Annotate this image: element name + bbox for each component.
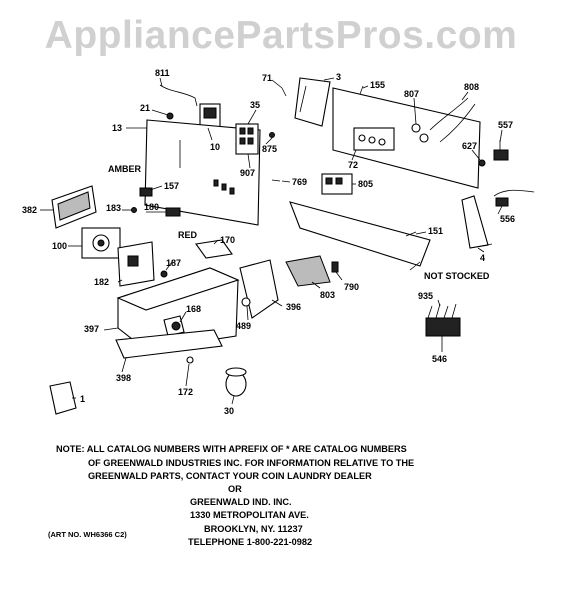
label-10: 10 <box>210 142 220 152</box>
part-168-connector <box>171 321 181 331</box>
part-875-screw <box>269 132 275 138</box>
part-769-screw <box>271 179 281 182</box>
label-790: 790 <box>344 282 359 292</box>
label-811: 811 <box>155 68 170 78</box>
note-line-3: GREENWALD PARTS, CONTACT YOUR COIN LAUND… <box>88 471 372 481</box>
label-72: 72 <box>348 160 358 170</box>
label-180: 180 <box>144 202 159 212</box>
watermark: AppliancePartsPros.com <box>44 14 518 57</box>
note-line-7: BROOKLYN, NY. 11237 <box>204 524 303 534</box>
label-182: 182 <box>94 277 109 287</box>
part-13-control-panel <box>144 119 261 226</box>
label-21: 21 <box>140 103 150 113</box>
note-line-8: TELEPHONE 1-800-221-0982 <box>188 537 313 547</box>
part-4-side-bracket <box>461 195 489 249</box>
exploded-parts-diagram: 811 21 13 10 35 875 907 71 3 155 807 808… <box>22 68 535 416</box>
label-1: 1 <box>80 394 85 404</box>
part-180-red-light <box>165 207 181 217</box>
label-398: 398 <box>116 373 131 383</box>
label-157: 157 <box>164 181 179 191</box>
label-155: 155 <box>370 80 385 90</box>
part-183-screw <box>131 207 137 213</box>
label-151: 151 <box>428 226 443 236</box>
label-807: 807 <box>404 89 419 99</box>
part-489-fastener <box>241 297 251 307</box>
label-627: 627 <box>462 141 477 151</box>
part-398-base-plate <box>115 329 223 359</box>
part-807-washer <box>411 123 421 133</box>
note-line-1: NOTE: ALL CATALOG NUMBERS WITH APREFIX O… <box>56 444 407 454</box>
label-546: 546 <box>432 354 447 364</box>
part-557-valve <box>493 140 509 161</box>
part-805-switch <box>321 173 353 195</box>
art-number: (ART NO. WH6366 C2) <box>48 530 127 539</box>
label-13: 13 <box>112 123 122 133</box>
part-803-bracket <box>285 255 331 287</box>
label-red: RED <box>178 230 198 240</box>
part-4-base-rail <box>289 201 431 267</box>
label-172: 172 <box>178 387 193 397</box>
part-811-hose <box>159 84 198 107</box>
part-396-bracket <box>239 259 279 319</box>
part-10-switch <box>199 103 221 129</box>
part-21-screw <box>166 112 174 120</box>
part-30-capacitor <box>225 367 247 397</box>
part-808-hoses <box>429 97 476 143</box>
note-line-5: GREENWALD IND. INC. <box>190 497 292 507</box>
label-808: 808 <box>464 82 479 92</box>
label-not-stocked: NOT STOCKED <box>424 271 490 281</box>
part-556-wire <box>493 189 535 207</box>
part-907-timer-block <box>235 123 259 155</box>
part-187-screw <box>160 270 168 278</box>
label-3: 3 <box>336 72 341 82</box>
label-907: 907 <box>240 168 255 178</box>
label-382: 382 <box>22 205 37 215</box>
label-875: 875 <box>262 144 277 154</box>
label-168: 168 <box>186 304 201 314</box>
label-100: 100 <box>52 241 67 251</box>
part-100-timer <box>81 227 121 259</box>
label-71: 71 <box>262 73 272 83</box>
label-556: 556 <box>500 214 515 224</box>
label-769: 769 <box>292 177 307 187</box>
label-183: 183 <box>106 203 121 213</box>
label-396: 396 <box>286 302 301 312</box>
label-4: 4 <box>480 253 485 263</box>
part-170-plate <box>195 239 233 259</box>
part-172-foot <box>186 356 194 364</box>
part-546-harness <box>425 303 461 337</box>
label-170: 170 <box>220 235 235 245</box>
label-187: 187 <box>166 258 181 268</box>
label-397: 397 <box>84 324 99 334</box>
part-3-bracket <box>294 77 331 127</box>
label-35: 35 <box>250 100 260 110</box>
part-157-amber-light <box>139 187 153 197</box>
note-line-2: OF GREENWALD INDUSTRIES INC. FOR INFORMA… <box>88 458 415 468</box>
part-151-screw <box>405 231 417 237</box>
label-30: 30 <box>224 406 234 416</box>
label-489: 489 <box>236 321 251 331</box>
part-790-clip <box>331 261 339 273</box>
label-805: 805 <box>358 179 373 189</box>
part-627-clip <box>478 159 486 167</box>
label-amber: AMBER <box>108 164 141 174</box>
label-803: 803 <box>320 290 335 300</box>
note-line-4: OR <box>228 484 242 494</box>
part-397-control-box <box>116 267 240 351</box>
part-72-backsplash <box>332 87 481 189</box>
part-71-screw <box>281 87 287 97</box>
note-line-6: 1330 METROPOLITAN AVE. <box>190 510 309 520</box>
label-935: 935 <box>418 291 433 301</box>
part-1-manual <box>49 381 77 415</box>
part-155-screw <box>359 85 364 95</box>
label-557: 557 <box>498 120 513 130</box>
